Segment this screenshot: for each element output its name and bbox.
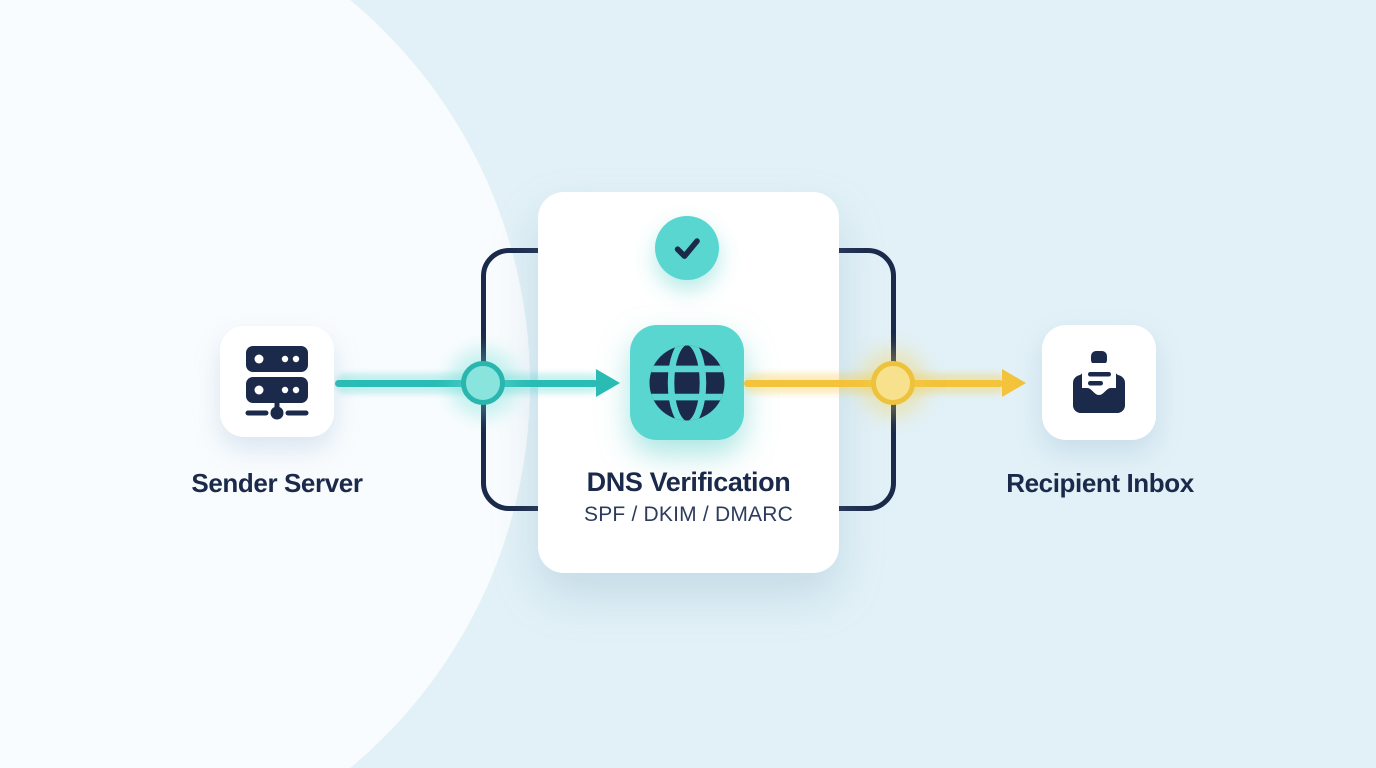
globe-icon (642, 338, 732, 428)
dns-globe-tile (630, 325, 744, 440)
server-icon (244, 344, 310, 420)
dns-verification-title: DNS Verification (586, 467, 791, 497)
check-badge (655, 216, 719, 280)
inbound-check-node (461, 361, 505, 405)
recipient-inbox-tile (1042, 325, 1156, 440)
open-envelope-icon (1063, 347, 1135, 419)
recipient-inbox-label: Recipient Inbox (1006, 468, 1194, 498)
sender-to-dns-arrowhead-icon (596, 369, 620, 397)
sender-server-tile (220, 326, 334, 437)
check-icon (667, 228, 707, 268)
dns-verification-subtitle: SPF / DKIM / DMARC (584, 503, 793, 526)
dns-to-recipient-arrowhead-icon (1002, 369, 1026, 397)
outbound-check-node (871, 361, 915, 405)
sender-server-label: Sender Server (191, 468, 363, 498)
